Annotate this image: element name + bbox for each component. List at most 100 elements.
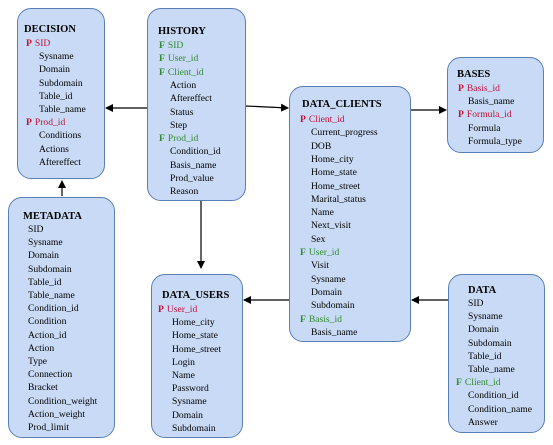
field-name: User_id bbox=[308, 247, 340, 258]
field-name: Action_weight bbox=[28, 408, 86, 420]
field-row: Table_name bbox=[468, 364, 515, 376]
primary-key-marker: P bbox=[158, 304, 164, 315]
field-row: Aftereffect bbox=[39, 157, 81, 169]
field-name: Conditions bbox=[39, 130, 82, 142]
field-name: Domain bbox=[311, 286, 342, 298]
field-row: DOB bbox=[311, 141, 331, 153]
field-row: Home_state bbox=[172, 330, 218, 342]
field-name: Subdomain bbox=[39, 77, 83, 89]
field-name: Next_visit bbox=[311, 220, 351, 232]
field-row: Bracket bbox=[28, 382, 58, 394]
field-row: Formula bbox=[468, 123, 501, 135]
field-row: Domain bbox=[468, 324, 499, 336]
table-title: METADATA bbox=[23, 211, 82, 222]
field-row: Name bbox=[172, 370, 195, 382]
field-row: Table_id bbox=[468, 351, 501, 363]
primary-key-marker: P bbox=[458, 83, 464, 94]
field-name: Table_id bbox=[28, 276, 62, 288]
field-name: Connection bbox=[28, 369, 73, 381]
foreign-key-marker: F bbox=[159, 53, 165, 65]
field-row: Home_street bbox=[311, 181, 360, 193]
field-name: Name bbox=[311, 207, 334, 219]
field-name: Step bbox=[170, 119, 188, 131]
field-row: Next_visit bbox=[311, 220, 351, 232]
field-row: Condition_id bbox=[468, 390, 519, 402]
field-row: Action_id bbox=[28, 330, 66, 342]
field-name: Condition_id bbox=[468, 390, 519, 402]
field-name: Formula bbox=[468, 122, 501, 134]
field-name: Type bbox=[28, 356, 48, 367]
field-name: Home_city bbox=[172, 317, 215, 329]
field-row: Condition bbox=[28, 316, 66, 328]
field-row: SID bbox=[468, 298, 483, 310]
field-row: Action_weight bbox=[28, 409, 85, 421]
field-row: Sysname bbox=[311, 274, 346, 286]
field-row: Sysname bbox=[172, 396, 207, 408]
field-name: Table_id bbox=[468, 350, 502, 362]
field-row: Home_city bbox=[311, 154, 354, 166]
field-row: Domain bbox=[311, 287, 342, 299]
field-name: Client_id bbox=[167, 66, 204, 78]
field-row: Home_state bbox=[311, 167, 357, 179]
field-row: Subdomain bbox=[39, 78, 83, 90]
field-row: Status bbox=[170, 107, 193, 119]
field-name: Condition_name bbox=[468, 403, 532, 415]
field-name: Basis_id bbox=[466, 83, 500, 94]
field-row: Table_name bbox=[28, 290, 75, 302]
field-name: Condition_id bbox=[28, 303, 79, 315]
table-title: DATA bbox=[468, 285, 497, 296]
field-name: Answer bbox=[468, 416, 498, 428]
field-name: Aftereffect bbox=[39, 156, 81, 168]
field-name: Client_id bbox=[308, 114, 345, 125]
foreign-key-marker: F bbox=[159, 40, 165, 51]
field-row: Basis_name bbox=[170, 160, 216, 172]
field-name: Action bbox=[170, 79, 197, 91]
field-row: Home_city bbox=[172, 317, 215, 329]
field-row: Aftereffect bbox=[170, 93, 212, 105]
field-name: SID bbox=[28, 224, 44, 235]
field-row: Visit bbox=[311, 260, 329, 272]
field-name: Client_id bbox=[464, 377, 501, 389]
field-row: Condition_id bbox=[170, 146, 221, 158]
field-row: Formula_type bbox=[468, 136, 522, 148]
field-row: Login bbox=[172, 357, 195, 369]
field-name: User_id bbox=[166, 304, 198, 315]
field-name: Prod_limit bbox=[28, 422, 70, 433]
field-row: Name bbox=[311, 207, 334, 219]
field-row: Connection bbox=[28, 369, 72, 381]
field-name: Condition bbox=[28, 316, 67, 328]
field-row: Action bbox=[28, 343, 54, 355]
field-name: DOB bbox=[311, 140, 332, 152]
field-name: Bracket bbox=[28, 382, 58, 394]
field-name: Actions bbox=[39, 143, 69, 155]
primary-key-marker: P bbox=[26, 38, 32, 49]
field-name: Home_street bbox=[311, 180, 361, 192]
field-name: Basis_id bbox=[308, 313, 342, 325]
field-name: SID bbox=[468, 298, 484, 309]
field-name: Table_name bbox=[39, 104, 86, 115]
table-title: BASES bbox=[457, 69, 491, 80]
field-name: Home_state bbox=[172, 330, 218, 342]
field-name: Visit bbox=[311, 260, 330, 272]
primary-key-marker: P bbox=[458, 109, 464, 121]
foreign-key-marker: F bbox=[159, 133, 165, 145]
foreign-key-marker: F bbox=[456, 377, 462, 389]
field-row: Prod_limit bbox=[28, 422, 69, 434]
field-name: Subdomain bbox=[468, 337, 512, 349]
field-name: Domain bbox=[39, 64, 70, 76]
field-row: Subdomain bbox=[28, 264, 72, 276]
field-name: Formula_type bbox=[468, 135, 522, 147]
field-name: Reason bbox=[170, 186, 199, 198]
primary-key-marker: P bbox=[300, 114, 306, 125]
field-name: SID bbox=[34, 38, 51, 49]
field-name: Table_id bbox=[39, 90, 73, 102]
